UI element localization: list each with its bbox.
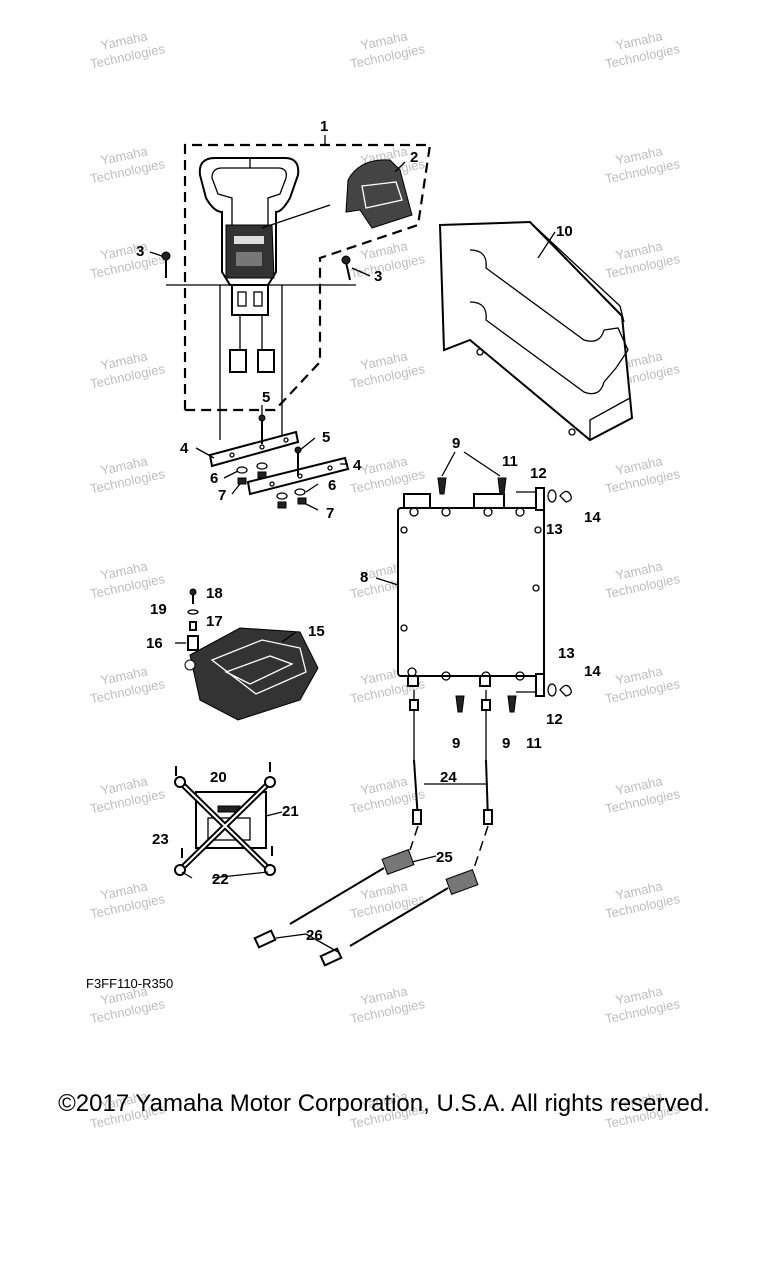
callout-1: 1 <box>320 118 328 135</box>
watermark: YamahaTechnologies <box>85 770 166 816</box>
callout-25: 25 <box>436 849 453 866</box>
watermark: YamahaTechnologies <box>600 660 681 706</box>
watermark: YamahaTechnologies <box>600 450 681 496</box>
watermark: YamahaTechnologies <box>85 235 166 281</box>
watermark: YamahaTechnologies <box>600 770 681 816</box>
callout-13: 13 <box>558 645 575 662</box>
watermark: YamahaTechnologies <box>85 345 166 391</box>
watermark: YamahaTechnologies <box>85 450 166 496</box>
callout-6: 6 <box>210 470 218 487</box>
copyright-notice: ©2017 Yamaha Motor Corporation, U.S.A. A… <box>58 1090 710 1117</box>
watermark: YamahaTechnologies <box>600 235 681 281</box>
callout-21: 21 <box>282 803 299 820</box>
callout-labels: 1 2 3 3 4 4 5 5 6 6 7 7 8 9 9 9 10 11 11… <box>136 118 601 944</box>
callout-6: 6 <box>328 477 336 494</box>
callout-17: 17 <box>206 613 223 630</box>
watermark: YamahaTechnologies <box>600 25 681 71</box>
cross-bracket <box>174 762 283 879</box>
sensor-unit <box>175 588 319 721</box>
mounting-plates <box>195 405 350 511</box>
watermark: YamahaTechnologies <box>345 980 426 1026</box>
callout-20: 20 <box>210 769 227 786</box>
callout-9: 9 <box>452 735 460 752</box>
watermark: YamahaTechnologies <box>85 25 166 71</box>
watermark: YamahaTechnologies <box>85 555 166 601</box>
callout-18: 18 <box>206 585 223 602</box>
control-box <box>375 451 572 713</box>
watermark: YamahaTechnologies <box>345 235 426 281</box>
callout-14: 14 <box>584 509 601 526</box>
watermark: YamahaTechnologies <box>600 140 681 186</box>
watermark: YamahaTechnologies <box>345 875 426 921</box>
diagram-code: F3FF110-R350 <box>86 976 173 991</box>
callout-19: 19 <box>150 601 167 618</box>
watermark: YamahaTechnologies <box>600 875 681 921</box>
callout-2: 2 <box>410 149 418 166</box>
callout-8: 8 <box>360 569 368 586</box>
callout-16: 16 <box>146 635 163 652</box>
callout-26: 26 <box>306 927 323 944</box>
bracket-box <box>438 220 634 442</box>
callout-10: 10 <box>556 223 573 240</box>
remote-control-assembly <box>149 135 432 440</box>
watermark: YamahaTechnologies <box>600 980 681 1026</box>
callout-12: 12 <box>546 711 563 728</box>
callout-7: 7 <box>218 487 226 504</box>
watermark: YamahaTechnologies <box>345 345 426 391</box>
callout-4: 4 <box>180 440 189 457</box>
watermark: YamahaTechnologies <box>600 555 681 601</box>
watermark: YamahaTechnologies <box>85 875 166 921</box>
callout-9: 9 <box>502 735 510 752</box>
callout-9: 9 <box>452 435 460 452</box>
callout-11: 11 <box>526 735 542 752</box>
callout-22: 22 <box>212 871 229 888</box>
callout-11: 11 <box>502 453 518 470</box>
watermark: YamahaTechnologies <box>85 140 166 186</box>
callout-4: 4 <box>353 457 362 474</box>
callout-13: 13 <box>546 521 563 538</box>
callout-12: 12 <box>530 465 547 482</box>
callout-15: 15 <box>308 623 325 640</box>
cables <box>253 690 493 967</box>
callout-3: 3 <box>374 268 382 285</box>
callout-5: 5 <box>262 389 270 406</box>
callout-23: 23 <box>152 831 169 848</box>
callout-14: 14 <box>584 663 601 680</box>
callout-7: 7 <box>326 505 334 522</box>
watermark: YamahaTechnologies <box>345 25 426 71</box>
callout-3: 3 <box>136 243 144 260</box>
callout-5: 5 <box>322 429 330 446</box>
callout-24: 24 <box>440 769 457 786</box>
watermark: YamahaTechnologies <box>85 660 166 706</box>
